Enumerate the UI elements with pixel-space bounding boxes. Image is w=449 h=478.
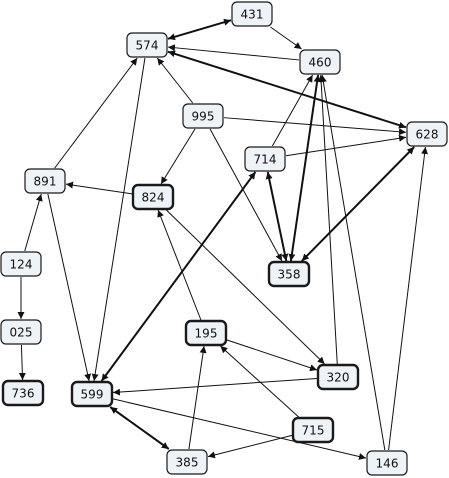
node-box-385 [166,449,208,475]
node-195[interactable]: 195 [184,319,228,347]
edge-195-824 [157,209,202,321]
edge-431-574 [167,18,232,41]
edge-146-628 [388,146,429,451]
node-box-736 [1,379,45,407]
node-574[interactable]: 574 [126,32,168,58]
edge-995-824 [160,128,196,185]
edge-824-320 [166,209,325,365]
node-736[interactable]: 736 [1,379,45,407]
node-599[interactable]: 599 [70,380,114,408]
node-box-628 [406,121,448,147]
edge-146-460 [319,74,386,451]
node-box-995 [182,103,224,129]
edge-714-460 [271,74,314,147]
edge-714-358 [265,171,289,262]
node-box-195 [184,319,228,347]
node-box-599 [70,380,114,408]
node-025[interactable]: 025 [0,319,42,345]
edge-195-320 [226,339,318,372]
node-146[interactable]: 146 [366,450,408,476]
node-label-025: 025 [10,326,33,340]
edge-715-385 [207,434,293,459]
node-891[interactable]: 891 [24,168,66,194]
edge-385-195 [188,345,207,450]
node-label-385: 385 [176,456,199,470]
node-box-146 [366,450,408,476]
node-label-460: 460 [309,56,332,70]
node-label-714: 714 [254,153,277,167]
node-714[interactable]: 714 [244,146,286,172]
edge-714-599 [100,171,257,382]
edge-358-628 [301,146,415,262]
node-box-891 [24,168,66,194]
node-320[interactable]: 320 [316,363,360,391]
node-box-714 [244,146,286,172]
edge-715-195 [220,345,299,418]
edge-599-146 [112,398,367,460]
node-431[interactable]: 431 [231,1,273,27]
node-box-460 [299,49,341,75]
edge-385-599 [109,406,170,450]
node-label-715: 715 [302,424,325,438]
node-box-358 [267,260,311,288]
edge-824-891 [65,181,133,195]
node-label-599: 599 [81,388,104,402]
edge-891-599 [47,193,92,382]
node-label-431: 431 [241,8,264,22]
node-358[interactable]: 358 [267,260,311,288]
edge-574-599 [91,57,146,382]
node-box-025 [0,319,42,345]
edge-025-736 [18,344,26,381]
edges-layer [17,18,429,460]
node-995[interactable]: 995 [182,103,224,129]
node-385[interactable]: 385 [166,449,208,475]
node-label-891: 891 [34,175,57,189]
node-box-824 [131,183,175,211]
edge-431-460 [270,26,302,50]
edge-320-460 [317,74,338,365]
node-715[interactable]: 715 [291,416,335,444]
node-label-195: 195 [195,327,218,341]
edge-995-574 [156,57,194,104]
edge-714-628 [285,134,407,157]
node-label-995: 995 [192,110,215,124]
node-box-431 [231,1,273,27]
node-box-124 [0,251,42,277]
node-label-736: 736 [12,387,35,401]
node-label-574: 574 [136,39,159,53]
node-label-628: 628 [416,128,439,142]
edge-320-599 [112,377,318,396]
node-460[interactable]: 460 [299,49,341,75]
edge-574-628 [167,50,407,129]
node-box-320 [316,363,360,391]
node-label-824: 824 [142,191,165,205]
node-box-574 [126,32,168,58]
node-label-124: 124 [10,258,33,272]
edge-124-891 [24,193,43,252]
edge-995-628 [223,117,407,136]
node-label-358: 358 [278,268,301,282]
node-824[interactable]: 824 [131,183,175,211]
node-124[interactable]: 124 [0,251,42,277]
node-label-320: 320 [327,371,350,385]
node-label-146: 146 [376,457,399,471]
node-628[interactable]: 628 [406,121,448,147]
edge-891-574 [54,57,138,169]
edge-460-358 [288,74,321,262]
node-box-715 [291,416,335,444]
